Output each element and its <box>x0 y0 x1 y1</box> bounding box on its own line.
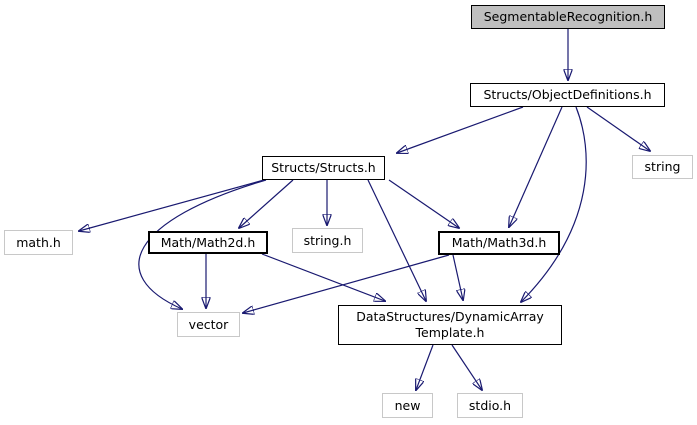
node-math3d[interactable]: Math/Math3d.h <box>438 231 560 255</box>
node-string: string <box>632 155 693 179</box>
node-string-h: string.h <box>292 228 363 253</box>
edge-objectdefinitions-to-math3d <box>509 106 563 227</box>
edge-structs-to-math3d <box>388 179 459 228</box>
edge-objectdefinitions-to-string <box>586 106 650 151</box>
edge-objectdefinitions-to-dynamicarray <box>521 106 587 302</box>
edge-structs-to-math-h <box>79 179 265 231</box>
node-dynamic-array-line2: Template.h <box>415 325 485 340</box>
node-object-definitions[interactable]: Structs/ObjectDefinitions.h <box>470 83 665 107</box>
node-segmentable-recognition: SegmentableRecognition.h <box>471 5 665 29</box>
edge-structs-to-dynamicarray <box>367 179 426 301</box>
node-dynamic-array-line1: DataStructures/DynamicArray <box>356 309 544 325</box>
edge-objectdefinitions-to-structs <box>397 106 524 153</box>
node-structs[interactable]: Structs/Structs.h <box>262 156 385 180</box>
node-stdio-h: stdio.h <box>457 393 523 418</box>
node-math-h: math.h <box>4 230 73 255</box>
edge-structs-to-math2d <box>239 179 294 228</box>
node-dynamic-array[interactable]: DataStructures/DynamicArray Template.h <box>338 305 562 345</box>
node-new: new <box>382 393 433 418</box>
edge-dynamicarray-to-new <box>416 344 434 390</box>
edge-math2d-to-dynamicarray <box>261 253 385 301</box>
node-vector: vector <box>177 312 240 337</box>
edge-math3d-to-dynamicarray <box>452 254 463 300</box>
edge-dynamicarray-to-stdio <box>451 344 482 390</box>
node-math2d[interactable]: Math/Math2d.h <box>148 231 268 254</box>
